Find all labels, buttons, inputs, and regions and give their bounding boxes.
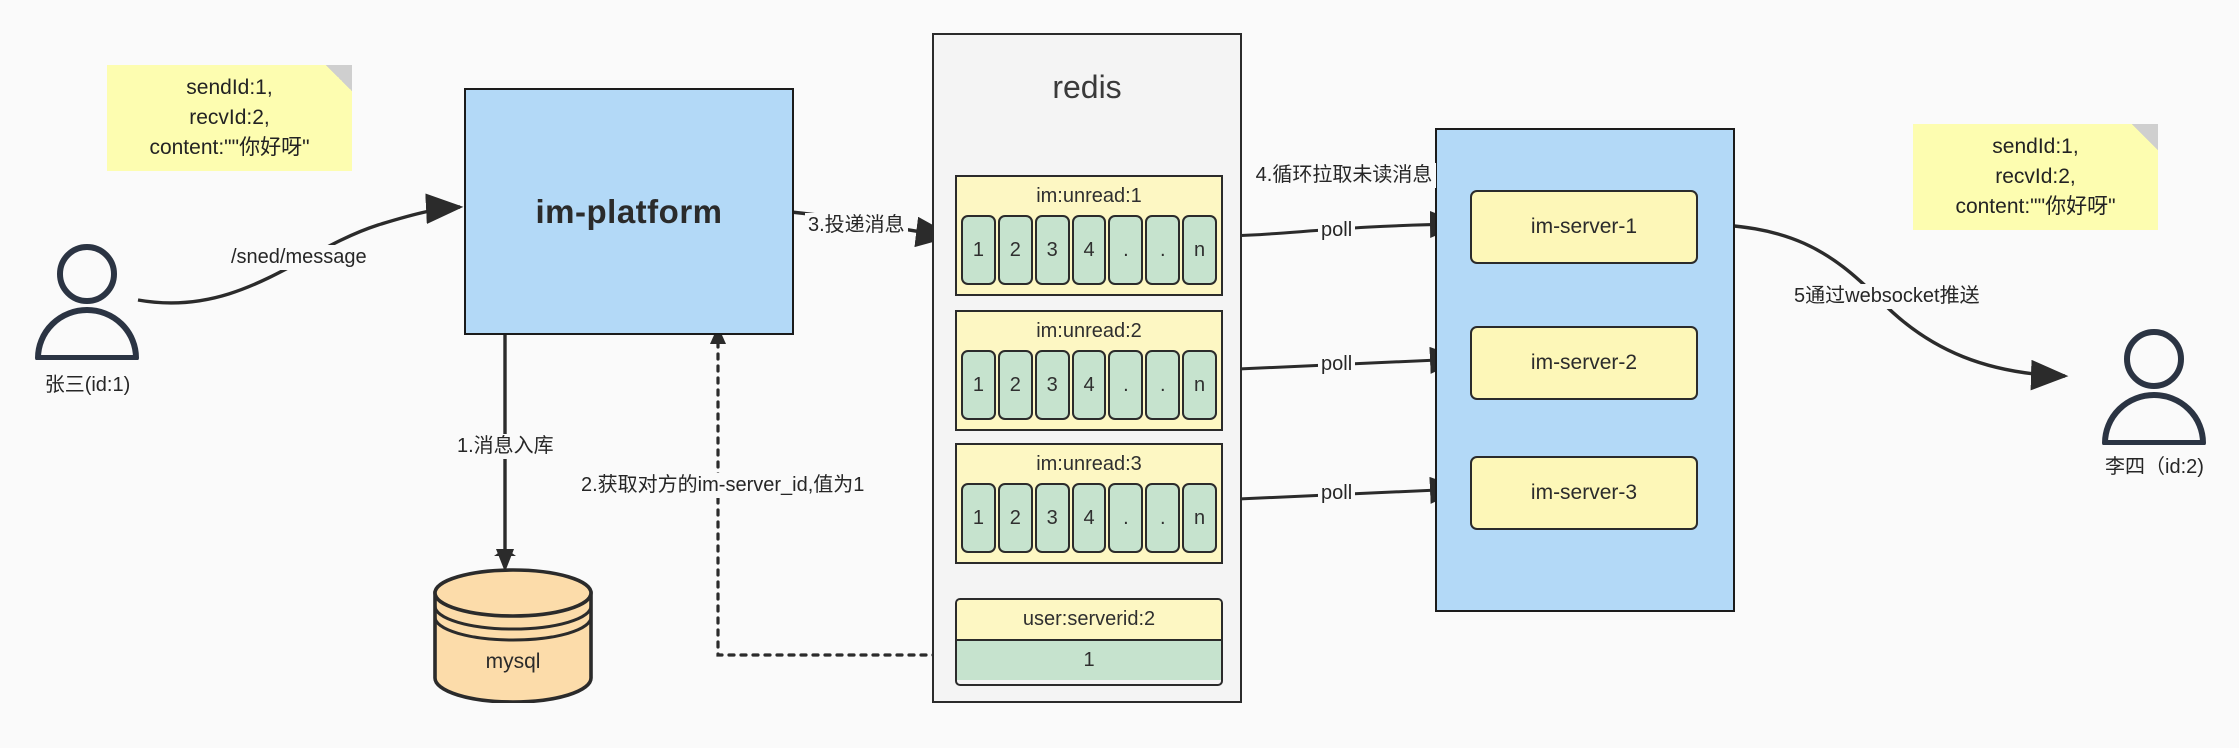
list-cell: .	[1145, 215, 1181, 285]
person-icon	[2102, 329, 2206, 446]
im-server-2-label: im-server-2	[1530, 351, 1638, 374]
edge-label-step3: 3.投递消息	[805, 213, 908, 238]
im-platform-label: im-platform	[535, 192, 723, 230]
list-cell: n	[1182, 350, 1218, 420]
sticky-fold-icon	[2132, 124, 2158, 150]
redis-list-3[interactable]: im:unread:3 1 2 3 4 . . n	[955, 443, 1223, 564]
list-cell: .	[1145, 483, 1181, 553]
im-server-1-label: im-server-1	[1530, 215, 1638, 238]
mysql-database[interactable]: mysql	[430, 568, 596, 704]
list-cell: 1	[961, 215, 996, 285]
sticky-note-left: sendId:1, recvId:2, content:""你好呀"	[107, 65, 352, 171]
redis-list-2-key: im:unread:2	[1036, 320, 1142, 342]
sticky-right-line2: recvId:2,	[1995, 165, 2076, 189]
list-cell: 4	[1071, 350, 1107, 420]
redis-list-2[interactable]: im:unread:2 1 2 3 4 . . n	[955, 310, 1223, 431]
list-cell: 3	[1034, 215, 1070, 285]
sticky-fold-icon	[326, 65, 352, 91]
redis-list-1-cells: 1 2 3 4 . . n	[959, 215, 1219, 285]
edge-label-step4: 4.循环拉取未读消息	[1252, 163, 1436, 188]
sticky-left-line3: content:""你好呀"	[149, 135, 310, 159]
sticky-left-line1: sendId:1,	[186, 76, 273, 100]
im-server-cluster: im-server-1 im-server-2 im-server-3	[1435, 128, 1735, 612]
redis-list-1-key: im:unread:1	[1036, 185, 1142, 207]
im-server-3-label: im-server-3	[1530, 481, 1638, 504]
list-cell: 1	[961, 483, 996, 553]
edge-label-send-message: /sned/message	[228, 245, 370, 270]
list-cell: .	[1145, 350, 1181, 420]
list-cell: .	[1108, 215, 1144, 285]
list-cell: n	[1182, 215, 1218, 285]
edge-label-step1: 1.消息入库	[454, 434, 557, 459]
sticky-note-right: sendId:1, recvId:2, content:""你好呀"	[1913, 124, 2158, 230]
edge-label-poll-3: poll	[1318, 481, 1356, 506]
redis-list-3-cells: 1 2 3 4 . . n	[959, 483, 1219, 553]
list-cell: 4	[1071, 483, 1107, 553]
redis-list-3-key: im:unread:3	[1036, 453, 1142, 475]
edge-label-poll-1: poll	[1318, 218, 1356, 243]
redis-kv-user-serverid[interactable]: user:serverid:2 1	[955, 598, 1223, 686]
redis-panel: redis im:unread:1 1 2 3 4 . . n im:unrea…	[932, 33, 1242, 703]
mysql-label: mysql	[485, 650, 541, 673]
sender-avatar	[25, 240, 150, 361]
receiver-label: 李四（id:2)	[2105, 456, 2204, 478]
im-server-3-box[interactable]: im-server-3	[1470, 456, 1698, 530]
receiver-avatar	[2092, 325, 2217, 446]
list-cell: 1	[961, 350, 996, 420]
im-platform-box[interactable]: im-platform	[464, 88, 794, 335]
database-cylinder-icon	[433, 568, 593, 704]
list-cell: 2	[997, 215, 1033, 285]
list-cell: 2	[997, 350, 1033, 420]
person-icon	[35, 244, 139, 361]
redis-kv-key: user:serverid:2	[957, 600, 1221, 641]
list-cell: 3	[1034, 483, 1070, 553]
list-cell: n	[1182, 483, 1218, 553]
redis-kv-value: 1	[957, 641, 1221, 680]
list-cell: 3	[1034, 350, 1070, 420]
edge-label-step5: 5通过websocket推送	[1791, 284, 1983, 309]
sticky-left-line2: recvId:2,	[189, 106, 270, 130]
redis-list-2-cells: 1 2 3 4 . . n	[959, 350, 1219, 420]
list-cell: .	[1108, 483, 1144, 553]
redis-title: redis	[1052, 69, 1122, 105]
sticky-right-line3: content:""你好呀"	[1955, 194, 2116, 218]
edge-label-step2: 2.获取对方的im-server_id,值为1	[578, 473, 868, 498]
list-cell: .	[1108, 350, 1144, 420]
im-server-1-box[interactable]: im-server-1	[1470, 190, 1698, 264]
list-cell: 2	[997, 483, 1033, 553]
im-server-2-box[interactable]: im-server-2	[1470, 326, 1698, 400]
edge-label-poll-2: poll	[1318, 352, 1356, 377]
sticky-right-line1: sendId:1,	[1992, 135, 2079, 159]
list-cell: 4	[1071, 215, 1107, 285]
redis-list-1[interactable]: im:unread:1 1 2 3 4 . . n	[955, 175, 1223, 296]
sender-label: 张三(id:1)	[44, 374, 131, 396]
